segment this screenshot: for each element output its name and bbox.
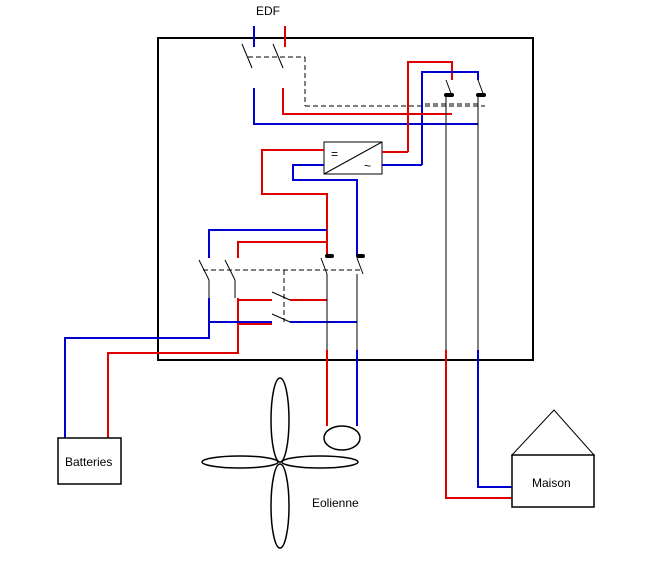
turbine-blade-left (201, 455, 279, 469)
battery-turbine-wires (64, 229, 357, 438)
house-changeover-switch (407, 61, 479, 165)
turbine-blade-top (270, 377, 290, 463)
inverter-ac-symbol: ~ (364, 159, 371, 173)
battery-turbine-switches (198, 257, 364, 352)
turbine-blade-right (281, 455, 359, 469)
turbine-feed-wires (326, 350, 358, 426)
turbine-blade-bottom (270, 463, 290, 549)
control-box (157, 37, 534, 361)
inverter: = ~ (323, 141, 383, 175)
grid-disconnect-switch (241, 43, 485, 107)
grid-switch-output-wires (253, 88, 452, 125)
batteries-label: Batteries (65, 455, 112, 469)
wind-turbine (201, 377, 361, 549)
batteries: Batteries (57, 437, 122, 485)
turbine-label: Eolienne (312, 496, 359, 510)
house-feed-wires (445, 120, 512, 499)
turbine-switch-terminals (325, 254, 365, 258)
inverter-wires (261, 149, 422, 256)
house: Maison (510, 409, 596, 508)
inverter-dc-symbol: = (331, 147, 338, 161)
grid-label: EDF (256, 4, 280, 18)
changeover-contacts (425, 79, 485, 120)
house-label: Maison (532, 476, 571, 490)
turbine-generator (323, 425, 361, 451)
grid-input-wires (253, 26, 286, 47)
changeover-terminals (444, 93, 486, 97)
